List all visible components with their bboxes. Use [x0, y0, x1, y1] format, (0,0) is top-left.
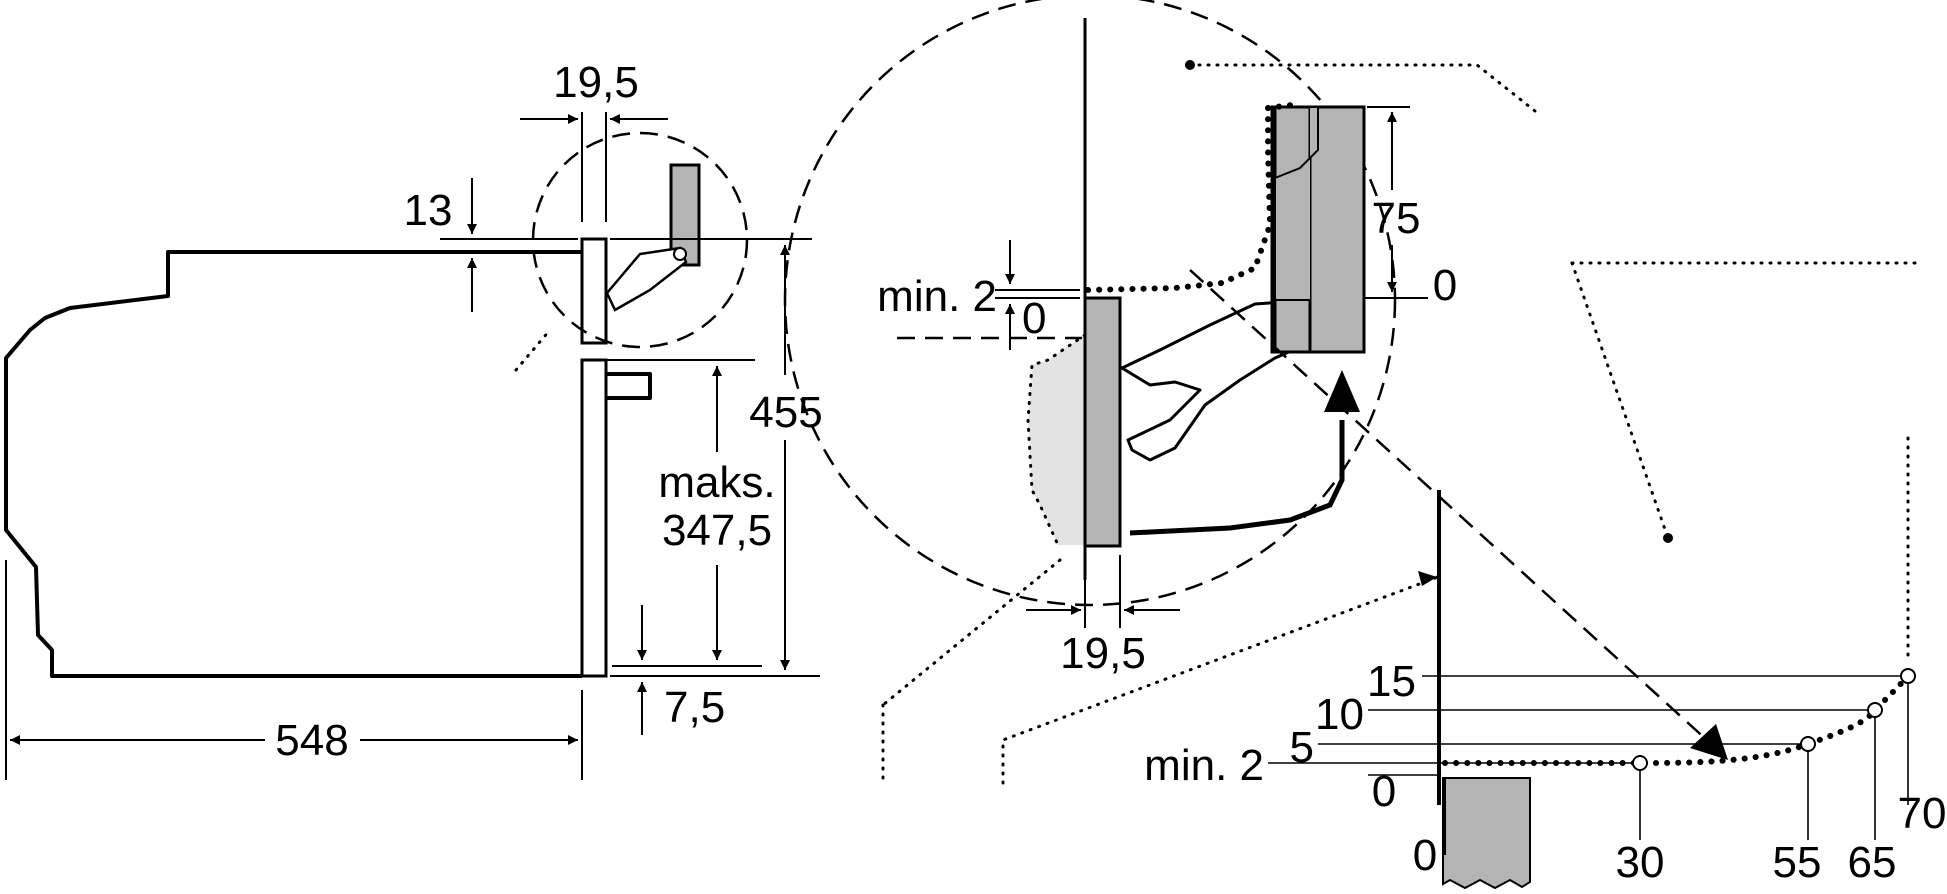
detail-to-graph-arrow-head: [1690, 724, 1728, 760]
leader-to-graph-arrowhead: [1418, 571, 1437, 586]
dimension-min-gap-detail: min. 2 0: [877, 240, 1082, 350]
hinge-arm-small: [605, 246, 688, 312]
min-gap-label-detail: min. 2: [877, 272, 997, 321]
depth-label: 548: [275, 716, 348, 765]
graph-y-tick: 10: [1315, 690, 1364, 739]
gap-profile-graph: 15 10 5 min. 2 0 0 30 55 65 70: [1144, 490, 1947, 890]
graph-base-block: [1442, 777, 1531, 890]
callout-leader-small: [514, 328, 552, 372]
max-label-line1: maks.: [658, 458, 775, 507]
data-point: [1800, 736, 1816, 752]
hinge-outline-dotted: [1085, 101, 1303, 293]
graph-x-tick: 0: [1413, 831, 1437, 880]
appliance-front-door: [580, 358, 608, 678]
detail-to-graph-arrow: [1189, 269, 1721, 753]
detail-front-panel: [1083, 296, 1122, 548]
zero-label-right: 0: [1433, 261, 1457, 310]
door-gap-label-detail: 19,5: [1060, 629, 1146, 678]
zero-label-left: 0: [1022, 294, 1046, 343]
data-point: [1867, 702, 1883, 718]
rotation-arrow-curve: [1129, 420, 1345, 536]
data-point: [1632, 755, 1648, 771]
graph-x-tick: 65: [1848, 838, 1897, 887]
graph-y-tick: min. 2: [1144, 741, 1264, 790]
furniture-side-panel: [1028, 335, 1085, 545]
hinge-detail-view: [783, 0, 1728, 784]
graph-x-tick: 55: [1773, 838, 1822, 887]
graph-x-tick: 30: [1616, 838, 1665, 887]
dimension-door-gap-detail: 19,5: [1026, 605, 1180, 678]
height-label: 455: [749, 388, 822, 437]
top-gap-label: 13: [404, 186, 453, 235]
dimension-height: 455: [610, 238, 823, 677]
detail-hinge-arm: [1120, 300, 1310, 462]
max-label-line2: 347,5: [662, 506, 772, 555]
dimension-top-gap: 13: [404, 178, 578, 312]
graph-y-tick: 5: [1290, 723, 1314, 772]
dimension-max: maks. 347,5: [600, 359, 776, 667]
detail-hinge-tab: [1274, 106, 1319, 301]
appliance-side-view: [4, 131, 749, 678]
hinge-pivot-small: [673, 247, 687, 261]
graph-x-tick: 70: [1898, 789, 1947, 838]
dimension-bottom-gap: 7,5: [637, 605, 725, 735]
appliance-body-outline: [4, 250, 582, 678]
door-handle-stub: [606, 372, 652, 400]
dimension-depth: 548: [5, 560, 583, 780]
bottom-gap-label: 7,5: [664, 683, 725, 732]
dimension-door-gap-left: 19,5: [520, 58, 668, 222]
dimension-travel: 75 0: [1365, 106, 1457, 310]
travel-label: 75: [1372, 194, 1421, 243]
gap-profile-curve: [1442, 673, 1911, 766]
detail-leader-left: [881, 558, 1062, 707]
door-gap-label-left: 19,5: [553, 58, 639, 107]
data-point: [1900, 668, 1916, 684]
detail-callout-circle: [783, 0, 1397, 607]
graph-y-tick: 0: [1372, 767, 1396, 816]
rotation-arrow-head: [1324, 370, 1360, 412]
graph-y-tick: 15: [1367, 657, 1416, 706]
appliance-front-panel: [580, 237, 608, 345]
